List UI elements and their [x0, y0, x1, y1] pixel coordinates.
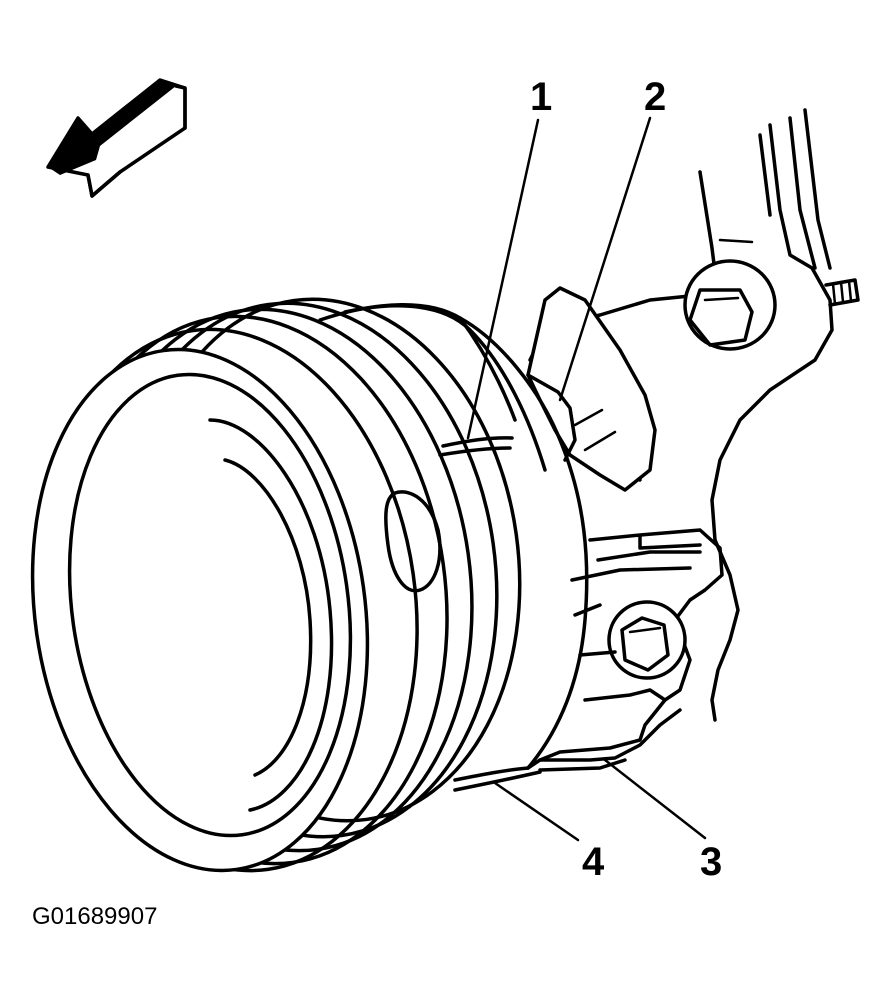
leader-1 [466, 118, 540, 440]
figure-id: G01689907 [32, 903, 157, 930]
callout-2: 2 [644, 75, 666, 119]
leader-3 [603, 758, 707, 840]
pulley-front-face [30, 347, 370, 873]
callout-1: 1 [530, 75, 552, 119]
callout-3: 3 [700, 840, 722, 884]
leader-2 [558, 116, 652, 402]
mounting-bracket [526, 108, 860, 772]
callout-4: 4 [582, 840, 605, 884]
callout-leaders [466, 116, 707, 842]
leader-4 [493, 781, 580, 842]
direction-arrow-icon [46, 78, 187, 198]
